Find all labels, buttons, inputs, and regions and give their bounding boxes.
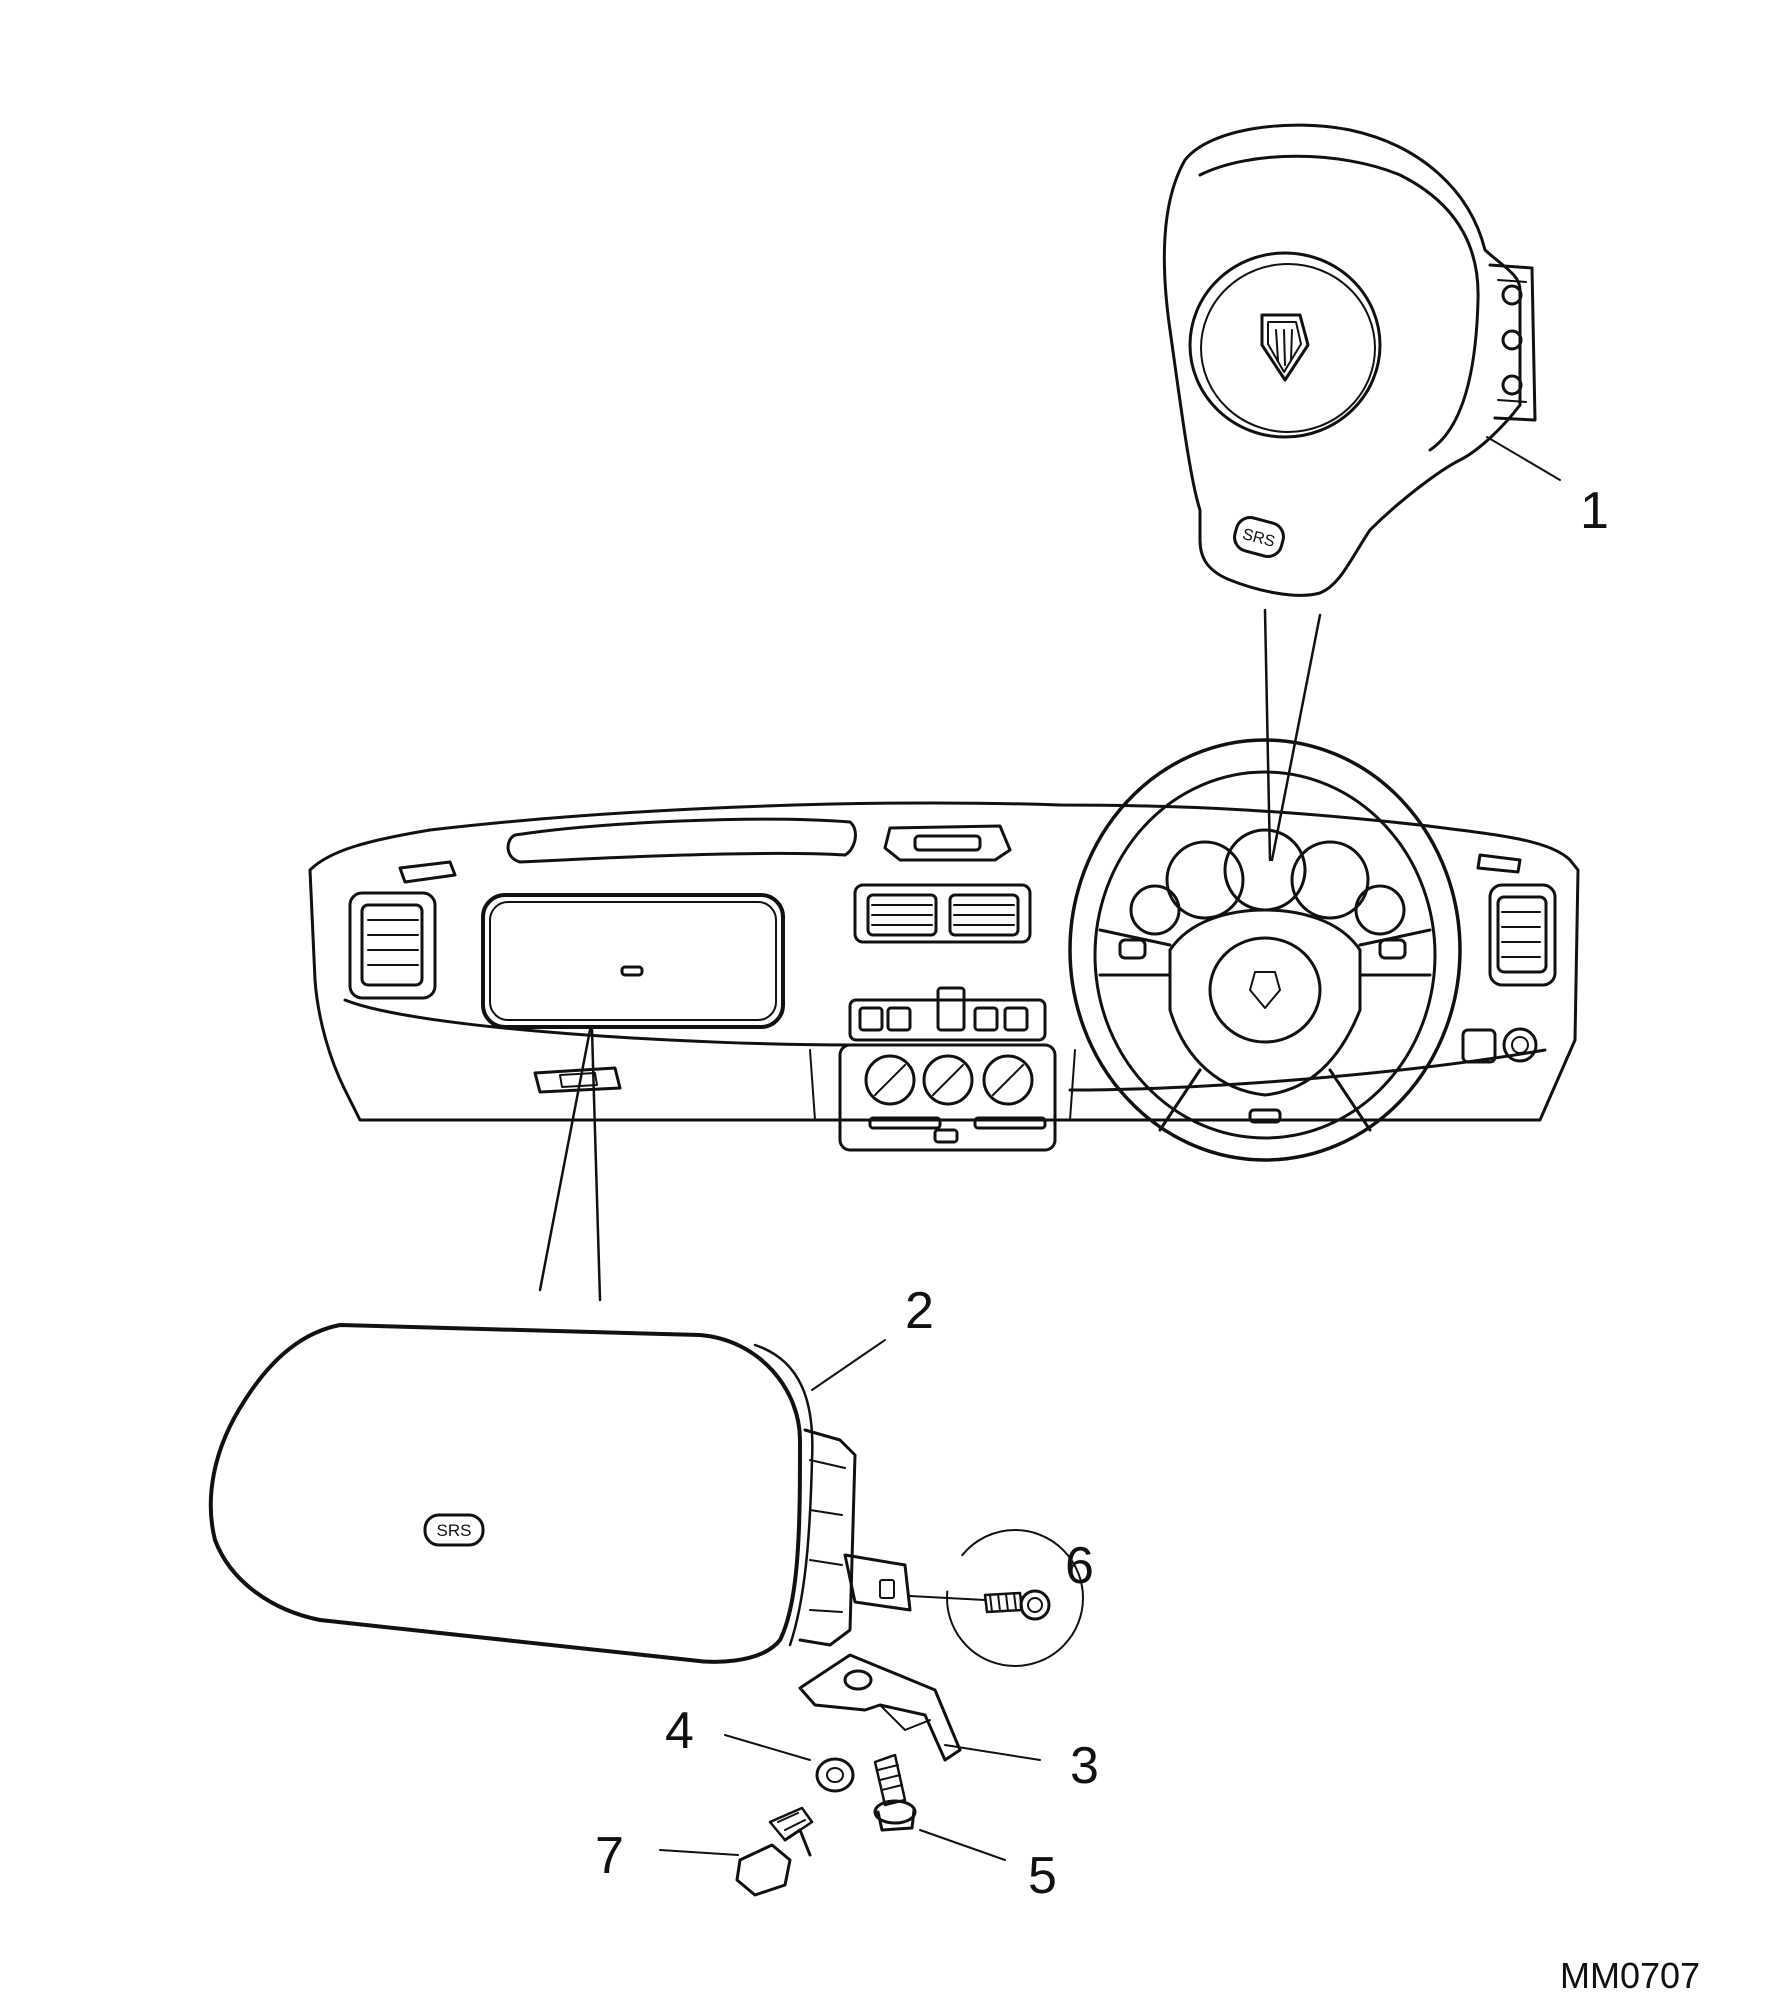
bolt-5-icon xyxy=(873,1753,917,1832)
bolt-icon xyxy=(735,1806,814,1897)
callout-4: 4 xyxy=(665,1702,694,1760)
driver-airbag-module-icon: SRS xyxy=(1162,123,1537,597)
dashboard-icon xyxy=(308,801,1580,1152)
steering-wheel-icon xyxy=(1068,738,1462,1162)
callout-5: 5 xyxy=(1028,1847,1057,1905)
passenger-srs-text: SRS xyxy=(437,1521,472,1540)
passenger-airbag-module-icon: SRS xyxy=(208,1323,912,1664)
bolt-6-icon xyxy=(909,1529,1084,1667)
leader-lines xyxy=(659,436,1561,1861)
reference-code: MM0707 xyxy=(1560,1955,1701,1996)
passenger-projection-lines xyxy=(538,1028,602,1302)
callout-7: 7 xyxy=(595,1827,624,1885)
callout-1: 1 xyxy=(1580,482,1609,540)
driver-srs-text: SRS xyxy=(1241,526,1277,551)
driver-projection-lines xyxy=(1263,608,1322,862)
driver-srs-badge: SRS xyxy=(1233,516,1285,558)
passenger-srs-badge: SRS xyxy=(423,1513,485,1547)
callout-3: 3 xyxy=(1070,1737,1099,1795)
callout-6: 6 xyxy=(1065,1537,1094,1595)
bracket-icon xyxy=(798,1653,962,1762)
washer-icon xyxy=(815,1757,855,1793)
callout-2: 2 xyxy=(905,1282,934,1340)
